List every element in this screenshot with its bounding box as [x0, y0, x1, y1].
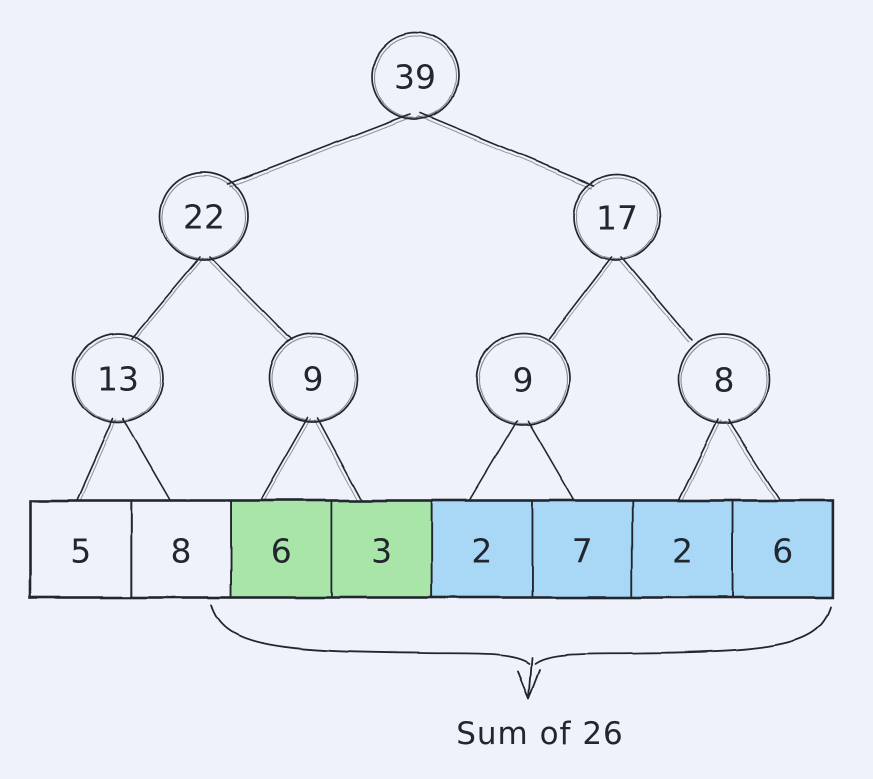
tree-node-root [371, 32, 459, 120]
array-cell-value-2: 8 [171, 532, 192, 571]
tree-edge-17-8-echo [618, 258, 690, 343]
array-cell-box-8 [731, 499, 834, 599]
array-cell-value-3: 6 [271, 532, 292, 571]
array-cell-value-5: 2 [471, 532, 492, 571]
tree-node-root-circle [371, 32, 459, 120]
array-cell-box-6 [531, 499, 634, 599]
tree-edge-8-cell8 [728, 419, 781, 501]
tree-edge-root-22 [227, 113, 411, 185]
tree-node-root-circle-echo [373, 35, 457, 119]
tree-edge-root-17 [419, 112, 595, 186]
tree-edge-22-13-echo [134, 257, 204, 340]
array-cell-value-1: 5 [70, 532, 91, 571]
tree-edge-9w-cell5 [469, 420, 518, 501]
tree-edge-22-9g-echo [206, 258, 290, 343]
tree-node-9-white-circle [476, 332, 570, 426]
tree-nodes [72, 32, 770, 426]
tree-edge-22-13 [131, 256, 201, 339]
tree-edge-13-cell2 [122, 418, 171, 501]
tree-node-22 [159, 171, 249, 261]
tree-node-13 [72, 332, 164, 424]
tree-node-9-white-circle-echo [478, 335, 568, 425]
tree-node-13-circle [72, 332, 164, 424]
tree-node-9-green-value: 9 [303, 360, 324, 399]
tree-edge-9g-cell3-echo [263, 418, 312, 502]
tree-node-22-circle [159, 171, 249, 261]
tree-edges [76, 112, 781, 503]
tree-node-9-green-circle [268, 333, 358, 423]
tree-edge-8-cell8-echo [725, 421, 778, 503]
leaf-array [29, 499, 835, 599]
tree-node-17-circle [573, 173, 661, 261]
range-brace [211, 604, 832, 699]
tree-edge-8-cell7 [678, 419, 719, 501]
tree-node-8-circle [678, 333, 770, 425]
range-brace-left [211, 604, 530, 664]
tree-edge-17-9w-echo [551, 257, 616, 341]
array-cell-value-8: 6 [772, 532, 793, 571]
array-outline [29, 499, 835, 599]
array-cell-box-5 [430, 499, 533, 599]
array-cell-value-6: 7 [572, 532, 593, 571]
tree-edge-13-cell1-echo [79, 419, 117, 502]
tree-edge-root-22-echo [229, 116, 413, 188]
array-cell-box-7 [631, 499, 734, 599]
tree-node-17-value: 17 [596, 199, 638, 238]
tree-edge-9g-cell4 [317, 417, 363, 501]
tree-edge-22-9g [209, 256, 293, 341]
tree-node-8 [678, 333, 770, 425]
tree-edge-17-8 [621, 256, 693, 341]
array-cell-value-7: 2 [672, 532, 693, 571]
tree-node-root-value: 39 [394, 58, 436, 97]
tree-edge-root-17-echo [417, 115, 593, 189]
tree-node-22-value: 22 [183, 198, 225, 237]
tree-node-17 [573, 173, 661, 261]
tree-node-17-circle-echo [575, 176, 659, 260]
down-arrow-icon [517, 656, 541, 699]
tree-node-22-circle-echo [161, 174, 247, 260]
tree-node-9-green-circle-echo [270, 336, 356, 422]
tree-edge-9g-cell4-echo [314, 419, 360, 503]
labels: 39 22 17 13 9 9 8 5 8 6 3 2 7 2 6 Sum of… [70, 58, 793, 753]
sum-annotation: Sum of 26 [456, 716, 624, 752]
array-cell-value-4: 3 [371, 532, 392, 571]
tree-node-9-green [268, 333, 358, 423]
tree-edge-13-cell1 [76, 418, 114, 501]
tree-node-8-value: 8 [714, 361, 735, 400]
array-cell-box-3 [230, 499, 333, 599]
tree-node-13-value: 13 [97, 360, 139, 399]
tree-edge-17-9w [548, 256, 613, 340]
tree-node-13-circle-echo [74, 335, 162, 423]
tree-node-8-circle-echo [680, 336, 768, 424]
tree-node-9-white [476, 332, 570, 426]
tree-node-9-white-value: 9 [513, 361, 534, 400]
tree-edge-8-cell7-echo [681, 420, 722, 502]
tree-edge-9w-cell6 [527, 420, 575, 501]
range-brace-right [534, 606, 832, 664]
tree-edge-9g-cell3 [260, 417, 309, 501]
